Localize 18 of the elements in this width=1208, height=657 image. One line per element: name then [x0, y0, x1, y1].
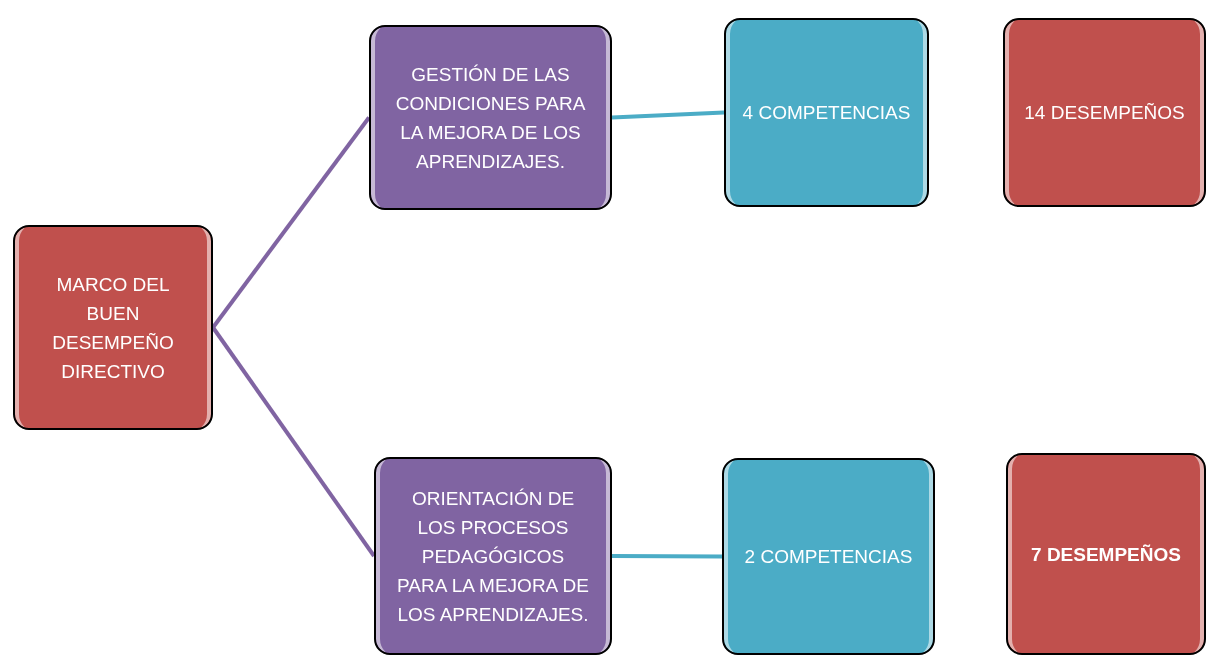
box-label: ORIENTACIÓN DE LOS PROCESOS PEDAGÓGICOS PARA LA MEJORA DE LOS APRENDIZAJES.	[396, 486, 590, 627]
box-label: 7 DESEMPEÑOS	[1031, 542, 1181, 567]
box-label: GESTIÓN DE LAS CONDICIONES PARA LA MEJORA DE LOS APRENDIZAJES.	[394, 62, 587, 174]
connector-line	[611, 110, 725, 120]
process-box	[1003, 18, 1206, 207]
connector-line	[211, 326, 376, 558]
process-box	[724, 18, 929, 207]
box-label: MARCO DEL BUEN DESEMPEÑO DIRECTIVO	[51, 272, 175, 384]
box-label: 2 COMPETENCIAS	[744, 545, 913, 569]
connector-line	[211, 116, 371, 329]
process-box	[722, 458, 935, 655]
box-label: 14 DESEMPEÑOS	[1024, 101, 1185, 125]
process-box	[374, 457, 612, 655]
process-box	[369, 25, 612, 210]
process-box	[1006, 453, 1206, 655]
connector-line	[612, 554, 722, 559]
process-box	[13, 225, 213, 430]
box-label: 4 COMPETENCIAS	[742, 101, 911, 125]
